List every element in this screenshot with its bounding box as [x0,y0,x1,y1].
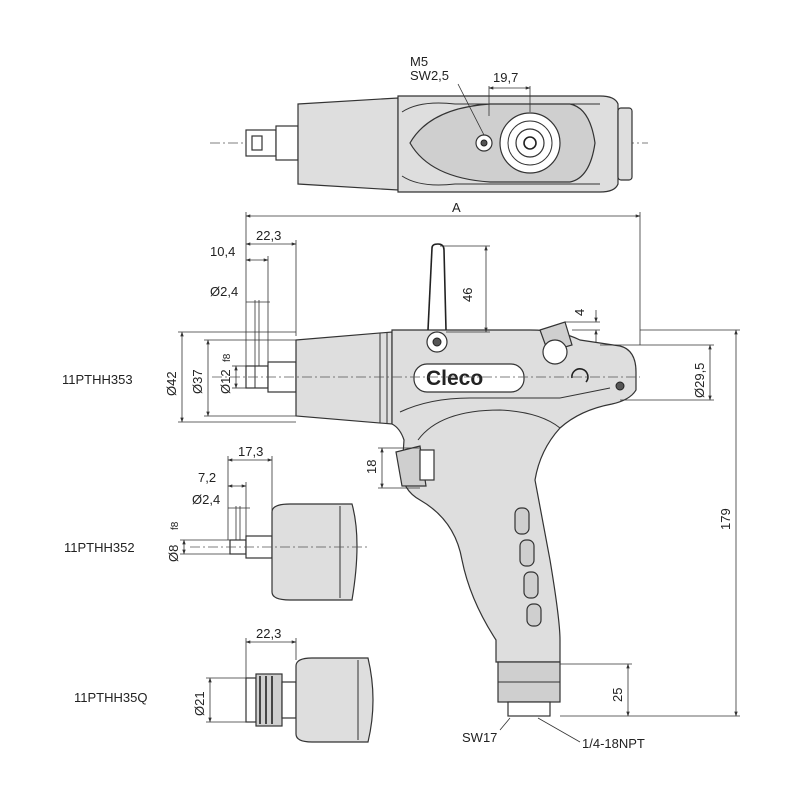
variant-352: 17,3 7,2 Ø2,4 Ø8 f8 11PTHH352 [64,444,368,601]
top-dim-19-7-label: 19,7 [493,70,518,85]
v35q-dim-21-label: Ø21 [192,691,207,716]
v35q-dim-22-3-label: 22,3 [256,626,281,641]
sw17-label: SW17 [462,730,497,745]
top-drive-collar [275,125,299,161]
dim-12-label: Ø12 [218,369,233,394]
side-reverse-button [542,339,568,365]
side-grip-1 [514,507,530,535]
side-brand-text: Cleco [426,367,483,390]
model-11pthh35q: 11PTHH35Q [74,690,147,705]
side-grip-2 [519,539,535,567]
side-hanger-2 [427,247,433,331]
model-11pthh352: 11PTHH352 [64,540,135,555]
dim-37-label: Ø37 [190,369,205,394]
top-spindle-mid [507,120,553,166]
top-m5-label: M5 [410,54,428,69]
side-hanger-pivot-inner [432,337,442,347]
top-sw2-5-label: SW2,5 [410,68,449,83]
v35q-chuck-collar [281,681,297,719]
variant-35q: 22,3 Ø21 11PTHH35Q [74,626,374,743]
side-handle-contour [417,409,561,441]
side-rotation-arrow-icon [571,368,589,383]
side-brand-badge [413,363,525,393]
top-nose [297,97,399,191]
dim-42-label: Ø42 [164,371,179,396]
v35q-nose [295,657,374,743]
v35q-chuck-front [245,677,257,723]
side-body-contour [399,387,611,413]
v352-nose [271,503,358,601]
side-grip-3 [523,571,539,599]
dim-a-label: A [452,200,461,215]
v352-dim-2-4-label: Ø2,4 [192,492,220,507]
npt-label: 1/4-18NPT [582,736,645,751]
dim-18-label: 18 [364,460,379,474]
dim-25-label: 25 [610,688,625,702]
dim-4-label: 4 [572,309,587,316]
npt-leader [537,717,581,743]
side-rear-screw [615,381,625,391]
dim-29-5-label: Ø29,5 [692,363,707,398]
dim-179-label: 179 [718,508,733,530]
top-m5-screw-hex [480,139,488,147]
side-nose [295,331,393,425]
v352-dim-17-3-label: 17,3 [238,444,263,459]
side-trigger-stem [419,449,435,481]
v352-dim-8-tolerance: f8 [170,521,181,530]
side-grip-4 [526,603,542,627]
dim-46-label: 46 [460,288,475,302]
sw17-leader [499,717,511,731]
side-body [391,329,637,663]
dim-12-tolerance: f8 [222,353,233,362]
dim-22-3-label: 22,3 [256,228,281,243]
top-m5-leader [457,83,485,136]
top-square-drive-pin [251,135,263,151]
dim-10-4-label: 10,4 [210,244,235,259]
model-11pthh353: 11PTHH353 [62,372,133,387]
side-view: A 22,3 10,4 Ø2,4 [62,200,740,751]
v352-dim-7-2-label: 7,2 [198,470,216,485]
top-body-highlight [401,102,600,113]
top-view: 19,7 M5 SW2,5 [210,54,648,193]
top-spindle-hex [523,136,537,150]
top-rear-cap [617,107,633,181]
top-body-highlight-lower [401,175,600,186]
v352-dim-8-label: Ø8 [166,545,181,562]
side-hanger [431,243,447,331]
side-air-inlet-fitting [507,701,551,717]
top-spindle-inner [515,128,545,158]
dim-2-4-label: Ø2,4 [210,284,238,299]
